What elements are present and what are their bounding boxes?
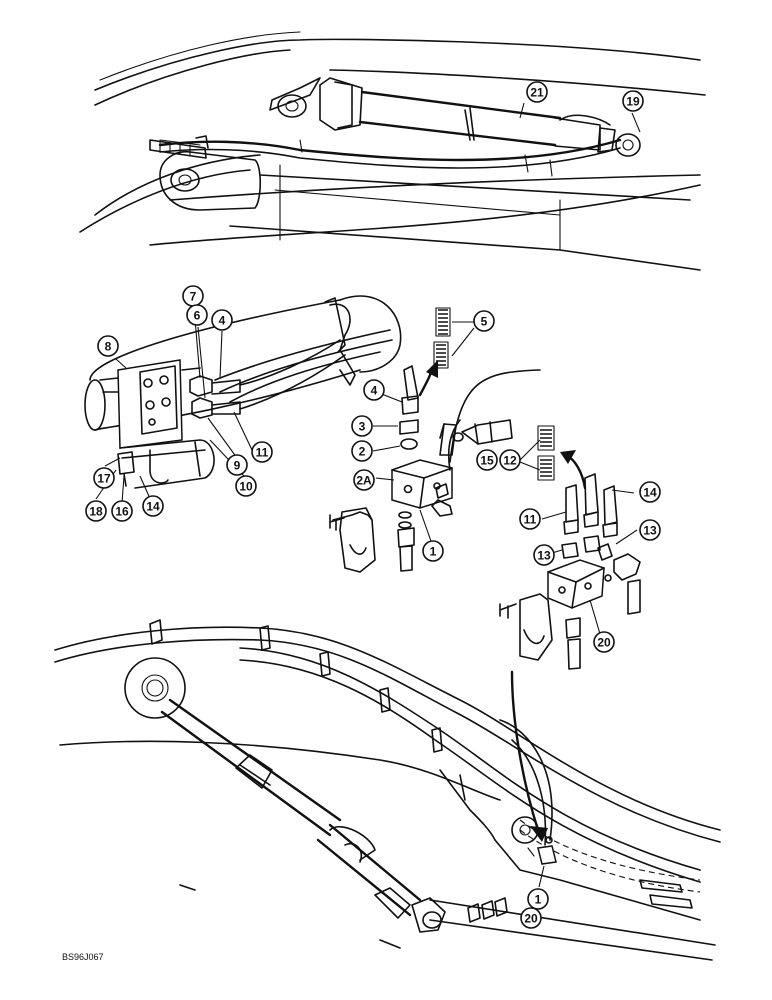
block-2A-assembly <box>329 307 541 573</box>
callout-c4b: 4 <box>363 379 385 401</box>
callout-label: 4 <box>371 384 378 398</box>
callout-label: 21 <box>530 86 544 100</box>
callout-label: 12 <box>503 454 517 468</box>
callout-c15: 15 <box>476 449 498 471</box>
top-boom-view <box>79 31 706 271</box>
callout-circle <box>363 379 385 401</box>
callout-circle <box>97 335 119 357</box>
callout-c16: 16 <box>111 500 133 522</box>
callout-c8: 8 <box>97 335 119 357</box>
bottom-boom-view <box>54 619 721 961</box>
callout-c4a: 4 <box>211 309 233 331</box>
callout-circle <box>211 309 233 331</box>
callout-c20a: 20 <box>593 631 615 653</box>
callout-c14a: 14 <box>142 495 164 517</box>
block-20-assembly <box>499 425 641 670</box>
valve-assembly-on-cylinder <box>84 295 402 489</box>
callout-circle <box>422 540 444 562</box>
callout-circle <box>527 888 549 910</box>
callout-label: 8 <box>105 340 112 354</box>
callout-c1a: 1 <box>422 540 444 562</box>
callout-label: 10 <box>239 480 253 494</box>
callout-circle <box>499 449 521 471</box>
callout-label: 15 <box>480 454 494 468</box>
callout-circle <box>93 467 115 489</box>
figure-code: BS96J067 <box>62 952 104 962</box>
callout-label: 9 <box>234 459 241 473</box>
callout-c11b: 11 <box>519 508 541 530</box>
callout-label: 11 <box>524 513 537 527</box>
callout-circle <box>235 475 257 497</box>
callout-circle <box>251 441 273 463</box>
callout-label: 13 <box>537 549 551 563</box>
callout-label: 2 <box>359 445 366 459</box>
callout-c6: 6 <box>186 304 208 326</box>
callout-c10: 10 <box>235 475 257 497</box>
callout-label: 17 <box>97 472 111 486</box>
callout-circle <box>85 500 107 522</box>
callouts-layer: 21 19 7 6 4 8 5 4 3 2 2A 11 9 10 17 18 16 14 1 15 12 14 11 13 13… <box>85 81 661 929</box>
callout-c11a: 11 <box>251 441 273 463</box>
callout-label: 14 <box>146 500 160 514</box>
callout-c19: 19 <box>622 90 644 112</box>
callout-c1b: 1 <box>527 888 549 910</box>
callout-circle <box>353 469 375 491</box>
callout-label: 4 <box>219 314 226 328</box>
callout-c9: 9 <box>226 454 248 476</box>
callout-label: 1 <box>430 545 437 559</box>
callout-label: 11 <box>256 446 269 460</box>
callout-c17: 17 <box>93 467 115 489</box>
leader-lines <box>95 102 641 888</box>
callout-circle <box>476 449 498 471</box>
callout-label: 14 <box>643 486 657 500</box>
callout-label: 20 <box>597 636 611 650</box>
callout-circle <box>526 81 548 103</box>
callout-circle <box>622 90 644 112</box>
callout-circle <box>351 415 373 437</box>
callout-circle <box>111 500 133 522</box>
callout-label: 2A <box>356 474 372 488</box>
callout-c13b: 13 <box>639 519 661 541</box>
callout-circle <box>639 481 661 503</box>
callout-c7: 7 <box>182 285 204 307</box>
callout-circle <box>142 495 164 517</box>
callout-c2: 2 <box>351 440 373 462</box>
callout-c3: 3 <box>351 415 373 437</box>
callout-label: 13 <box>643 524 657 538</box>
springs-12 <box>537 425 555 481</box>
callout-circle <box>520 907 542 929</box>
callout-c14b: 14 <box>639 481 661 503</box>
callout-circle <box>519 508 541 530</box>
callout-c12: 12 <box>499 449 521 471</box>
callout-circle <box>226 454 248 476</box>
callout-label: 19 <box>626 95 640 109</box>
callout-circle <box>533 544 555 566</box>
callout-c13a: 13 <box>533 544 555 566</box>
callout-label: 16 <box>115 505 129 519</box>
callout-c5: 5 <box>473 310 495 332</box>
callout-label: 6 <box>194 309 201 323</box>
callout-c2A: 2A <box>353 469 375 491</box>
callout-circle <box>639 519 661 541</box>
callout-c21: 21 <box>526 81 548 103</box>
callout-circle <box>473 310 495 332</box>
springs-5 <box>433 307 451 369</box>
callout-c18: 18 <box>85 500 107 522</box>
callout-label: 5 <box>481 315 488 329</box>
callout-label: 18 <box>89 505 103 519</box>
callout-c20b: 20 <box>520 907 542 929</box>
callout-label: 1 <box>535 893 542 907</box>
callout-circle <box>351 440 373 462</box>
callout-label: 7 <box>190 290 197 304</box>
callout-label: 3 <box>359 420 366 434</box>
callout-circle <box>593 631 615 653</box>
callout-circle <box>186 304 208 326</box>
callout-label: 20 <box>524 912 538 926</box>
